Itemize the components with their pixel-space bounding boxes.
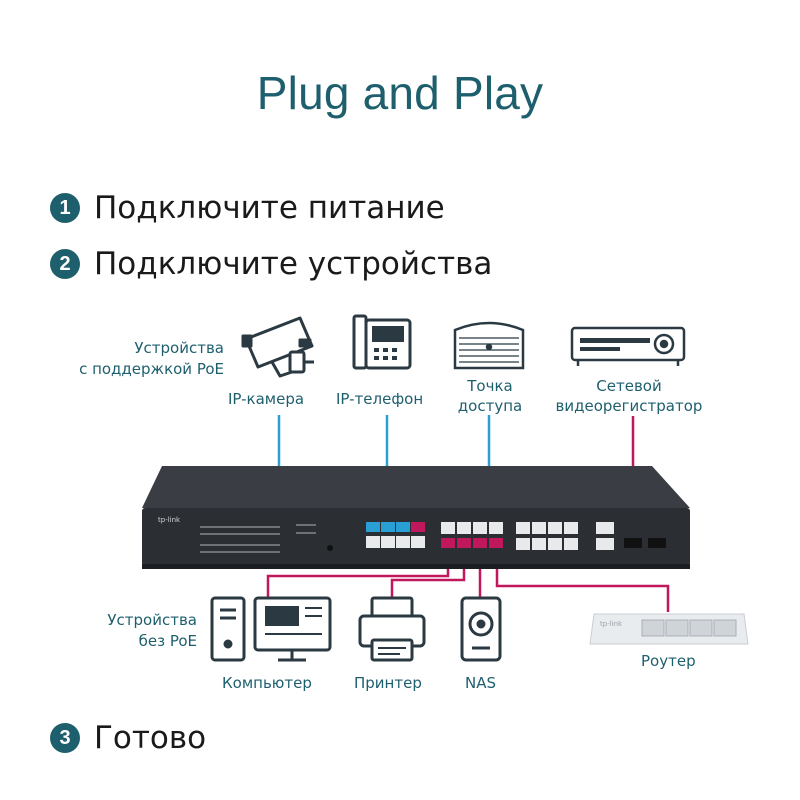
access-point-line1: Точка: [467, 377, 513, 395]
nonpoe-group-line1: Устройства: [107, 611, 197, 629]
ports-group-1: [366, 522, 425, 548]
router-icon: tp-link: [589, 613, 749, 645]
switch-status-leds: [200, 524, 316, 553]
nas-label: NAS: [465, 674, 497, 692]
nonpoe-group-label: Устройства без PoE: [107, 610, 197, 652]
ports-group-2: [441, 522, 503, 548]
access-point-line2: доступа: [457, 397, 523, 415]
computer-label: Компьютер: [222, 674, 312, 692]
step-2-text: Подключите устройства: [94, 246, 493, 282]
ip-phone-icon: [352, 314, 412, 370]
router-label: Роутер: [641, 652, 696, 670]
nonpoe-group-line2: без PoE: [138, 632, 197, 650]
nvr-label: Сетевой видеорегистратор: [548, 376, 710, 416]
step-3-number: 3: [50, 723, 80, 753]
uplink-ports: [596, 522, 666, 550]
printer-icon: [358, 596, 426, 662]
step-2: 2 Подключите устройства: [50, 246, 492, 282]
camera-label: IP-камера: [228, 390, 305, 408]
step-1-number: 1: [50, 193, 80, 223]
ip-camera-icon: [241, 316, 314, 378]
page-title: Plug and Play: [256, 67, 544, 119]
step-2-number: 2: [50, 249, 80, 279]
computer-icon: [210, 596, 332, 662]
access-point-icon: [453, 321, 525, 370]
step-1: 1 Подключите питание: [50, 190, 445, 226]
poe-group-line2: с поддержкой PoE: [79, 360, 224, 378]
step-1-text: Подключите питание: [94, 190, 445, 226]
poe-group-label: Устройства с поддержкой PoE: [79, 338, 224, 380]
nvr-line2: видеорегистратор: [555, 397, 703, 415]
router-brand-label: tp-link: [600, 620, 623, 628]
phone-label: IP-телефон: [336, 390, 424, 408]
access-point-label: Точка доступа: [452, 376, 528, 416]
step-3: 3 Готово: [50, 720, 206, 756]
nas-icon: [460, 596, 502, 662]
switch-brand-label: tp-link: [158, 516, 181, 524]
printer-label: Принтер: [354, 674, 422, 692]
poe-group-line1: Устройства: [134, 339, 224, 357]
nvr-line1: Сетевой: [596, 377, 662, 395]
ports-group-3: [516, 522, 578, 550]
reset-button-icon: [327, 545, 333, 551]
step-3-text: Готово: [94, 720, 207, 756]
nvr-icon: [570, 326, 686, 366]
network-switch: tp-link: [142, 466, 690, 569]
